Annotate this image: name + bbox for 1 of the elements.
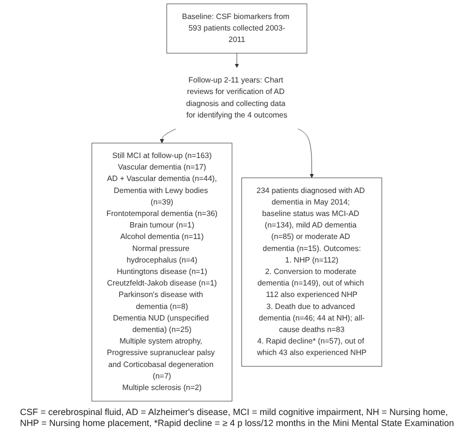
caption: CSF = cerebrospinal fluid, AD = Alzheimer's disease, MCI = mild cognitive impairment, NH = Nursing home, NHP = Nursing home placement, *Rapid decline = ≥ 4 p loss/12 months in the Mini Mental State Examination bbox=[19, 406, 455, 430]
